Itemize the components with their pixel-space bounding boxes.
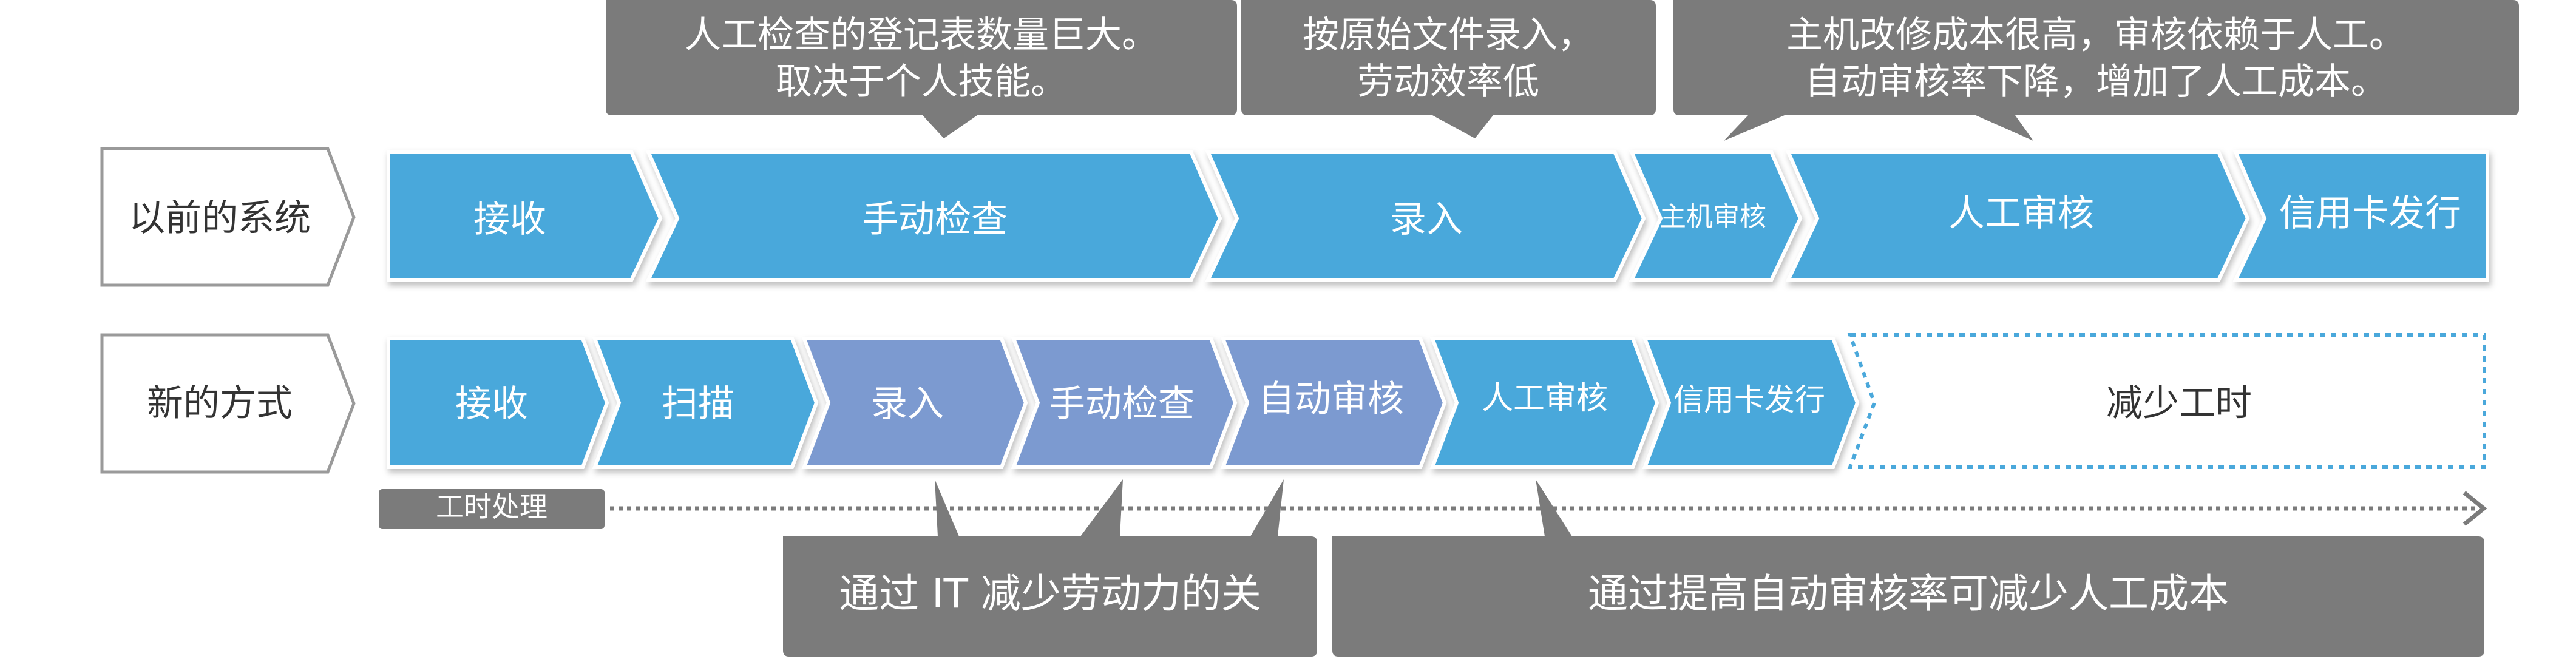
old-step-6: 信用卡发行 (2232, 150, 2489, 282)
callout-top-2: 按原始文件录入， 劳动效率低 (1241, 0, 1656, 138)
old-step-3-label: 录入 (1390, 198, 1463, 241)
new-step-1: 接收 (387, 337, 609, 469)
new-step-7: 信用卡发行 (1642, 337, 1860, 469)
timeline: 工时处理 (379, 489, 2487, 529)
old-step-1: 接收 (387, 150, 663, 282)
callout-bottom-1: 通过 IT 减少劳动力的关 (783, 479, 1317, 657)
reduced-hours-box: 减少工时 (1847, 333, 2486, 469)
row-label-old-text: 以前的系统 (129, 197, 311, 240)
old-step-2-label: 手动检查 (862, 198, 1008, 241)
new-step-3-label: 录入 (871, 383, 944, 425)
callout-top-2-line2: 劳动效率低 (1357, 61, 1539, 103)
row-label-new: 新的方式 (100, 333, 356, 474)
timeline-arrowhead-icon (2462, 491, 2487, 526)
new-step-6: 人工审核 (1429, 337, 1659, 469)
old-step-4-label: 主机审核 (1659, 201, 1766, 232)
callout-top-3-line2: 自动审核率下降，增加了人工成本。 (1805, 61, 2387, 103)
row-label-new-text: 新的方式 (147, 382, 293, 425)
new-step-3: 录入 (801, 337, 1028, 469)
old-step-3: 录入 (1205, 150, 1646, 282)
new-step-6-label: 人工审核 (1482, 380, 1608, 417)
old-step-5-label: 人工审核 (1948, 192, 2094, 235)
new-step-2-label: 扫描 (662, 383, 734, 425)
new-step-4: 手动检查 (1011, 337, 1238, 469)
callout-top-1-line2: 取决于个人技能。 (776, 61, 1067, 103)
callout-bottom-2-text: 通过提高自动审核率可减少人工成本 (1588, 570, 2229, 617)
old-step-4: 主机审核 (1629, 150, 1803, 282)
old-step-5: 人工审核 (1785, 150, 2250, 282)
new-step-2: 扫描 (592, 337, 819, 469)
new-step-5: 自动审核 (1220, 337, 1447, 469)
new-step-5-label: 自动审核 (1258, 378, 1404, 420)
callout-top-3-line1: 主机改修成本很高，审核依赖于人工。 (1786, 14, 2405, 56)
timeline-label: 工时处理 (436, 490, 547, 523)
callout-top-3: 主机改修成本很高，审核依赖于人工。 自动审核率下降，增加了人工成本。 (1673, 0, 2519, 141)
callout-bottom-2: 通过提高自动审核率可减少人工成本 (1332, 479, 2484, 657)
new-row: 接收 扫描 录入 手动检查 自动审核 人工审核 信用卡发行 (387, 337, 1860, 469)
reduced-hours-label: 减少工时 (2106, 382, 2252, 425)
old-step-1-label: 接收 (473, 198, 546, 241)
callout-bottom-1-text: 通过 IT 减少劳动力的关 (839, 570, 1261, 617)
callout-top-2-line1: 按原始文件录入， (1303, 14, 1594, 56)
new-step-4-label: 手动检查 (1049, 383, 1195, 425)
old-row: 接收 手动检查 录入 主机审核 人工审核 信用卡发行 (387, 150, 2489, 282)
timeline-label-box (379, 489, 605, 529)
new-step-1-label: 接收 (455, 383, 528, 425)
old-step-2: 手动检查 (645, 150, 1222, 282)
row-label-old: 以前的系统 (100, 147, 356, 287)
new-step-7-label: 信用卡发行 (1673, 382, 1825, 417)
callout-top-1: 人工检查的登记表数量巨大。 取决于个人技能。 (606, 0, 1237, 138)
old-step-6-label: 信用卡发行 (2279, 192, 2461, 235)
callout-top-1-line1: 人工检查的登记表数量巨大。 (685, 14, 1158, 56)
